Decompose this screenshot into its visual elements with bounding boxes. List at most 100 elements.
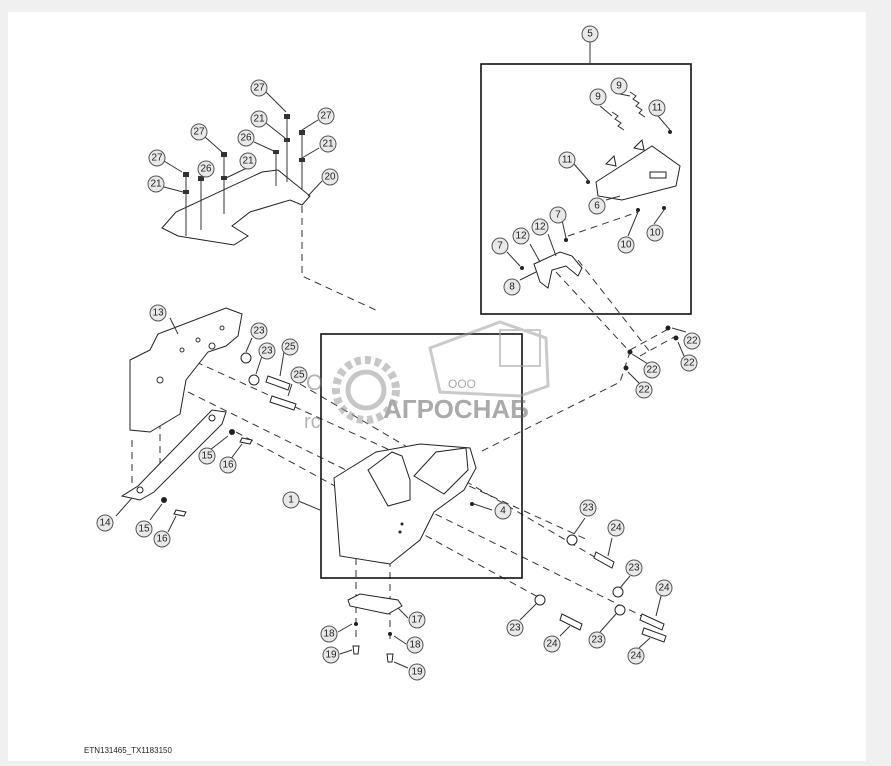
svg-text:27: 27: [193, 127, 205, 138]
svg-text:23: 23: [591, 635, 603, 646]
callout-23: 23: [588, 631, 606, 649]
callout-10: 10: [617, 236, 635, 254]
callout-25: 25: [290, 366, 308, 384]
callout-24: 24: [655, 579, 673, 597]
callout-27: 27: [250, 79, 268, 97]
callout-19: 19: [322, 646, 340, 664]
detail-view-5: [480, 42, 692, 315]
callout-26: 26: [237, 129, 255, 147]
svg-text:24: 24: [630, 651, 642, 662]
svg-text:10: 10: [649, 228, 661, 239]
callout-23: 23: [579, 499, 597, 517]
figure-id: ETN131465_TX1183150: [84, 746, 172, 755]
svg-text:21: 21: [253, 114, 265, 125]
callout-21: 21: [147, 175, 165, 193]
callout-23: 23: [258, 342, 276, 360]
svg-text:16: 16: [156, 534, 168, 545]
svg-text:17: 17: [411, 615, 423, 626]
callout-27: 27: [148, 149, 166, 167]
callout-25: 25: [281, 338, 299, 356]
callout-labels: 27 27 27 27 21 21 21 21 26 26 20 5 9 9 1…: [96, 25, 701, 681]
callout-4: 4: [494, 502, 512, 520]
svg-text:18: 18: [323, 629, 335, 640]
callout-27: 27: [190, 123, 208, 141]
side-bracket: [129, 307, 243, 433]
callout-23: 23: [250, 322, 268, 340]
svg-text:21: 21: [322, 139, 334, 150]
callout-12: 12: [512, 227, 530, 245]
callout-27: 27: [317, 107, 335, 125]
callout-15: 15: [135, 520, 153, 538]
callout-23: 23: [625, 559, 643, 577]
svg-text:15: 15: [201, 451, 213, 462]
guard-cover: [595, 145, 681, 201]
svg-text:8: 8: [509, 282, 515, 293]
support-strap: [120, 409, 227, 501]
callout-24: 24: [607, 519, 625, 537]
svg-text:22: 22: [686, 336, 698, 347]
svg-text:12: 12: [534, 222, 546, 233]
svg-text:6: 6: [594, 201, 600, 212]
callout-1: 1: [282, 491, 300, 509]
svg-text:23: 23: [261, 346, 273, 357]
svg-text:23: 23: [582, 503, 594, 514]
svg-text:11: 11: [652, 103, 663, 114]
svg-text:7: 7: [555, 210, 561, 221]
svg-text:24: 24: [546, 639, 558, 650]
svg-text:27: 27: [320, 111, 332, 122]
watermark-fragment-a: O: [306, 370, 323, 395]
callout-16: 16: [153, 530, 171, 548]
callout-11: 11: [558, 151, 576, 169]
svg-text:27: 27: [253, 83, 265, 94]
watermark-prefix: ООО: [448, 377, 476, 391]
svg-text:23: 23: [628, 563, 640, 574]
callout-23: 23: [506, 619, 524, 637]
callout-15: 15: [198, 447, 216, 465]
housing-box: [320, 333, 523, 579]
callout-21: 21: [250, 110, 268, 128]
callout-9: 9: [589, 88, 607, 106]
svg-text:18: 18: [409, 640, 421, 651]
watermark: ООО АГРОСНАБ O rc: [304, 320, 550, 433]
svg-text:26: 26: [240, 133, 252, 144]
svg-text:22: 22: [683, 358, 695, 369]
callout-18: 18: [406, 636, 424, 654]
detail-box: [480, 63, 692, 315]
watermark-fragment-b: rc: [304, 411, 321, 433]
svg-text:14: 14: [99, 518, 111, 529]
bottom-plate: [347, 593, 403, 615]
callout-22: 22: [683, 332, 701, 350]
svg-text:23: 23: [509, 623, 521, 634]
callout-9: 9: [610, 77, 628, 95]
tractor-icon: [428, 320, 550, 398]
callout-5: 5: [581, 25, 599, 43]
svg-text:4: 4: [500, 506, 506, 517]
pin-group: [519, 325, 687, 649]
callout-22: 22: [635, 381, 653, 399]
svg-text:9: 9: [616, 81, 622, 92]
callout-12: 12: [531, 218, 549, 236]
svg-text:22: 22: [646, 365, 658, 376]
svg-text:10: 10: [620, 240, 632, 251]
callout-24: 24: [543, 635, 561, 653]
svg-text:21: 21: [242, 156, 254, 167]
callout-19: 19: [408, 663, 426, 681]
callout-14: 14: [96, 514, 114, 532]
callout-22: 22: [643, 361, 661, 379]
callout-11: 11: [648, 99, 666, 117]
svg-text:24: 24: [658, 583, 670, 594]
svg-text:13: 13: [152, 308, 164, 319]
callout-21: 21: [319, 135, 337, 153]
callout-20: 20: [321, 168, 339, 186]
gear-icon: [332, 356, 400, 424]
svg-text:25: 25: [284, 342, 296, 353]
callout-17: 17: [408, 611, 426, 629]
callout-24: 24: [627, 647, 645, 665]
callout-18: 18: [320, 625, 338, 643]
callout-16: 16: [219, 456, 237, 474]
svg-text:25: 25: [293, 370, 305, 381]
main-housing-assembly: [295, 333, 523, 669]
callout-22: 22: [680, 354, 698, 372]
